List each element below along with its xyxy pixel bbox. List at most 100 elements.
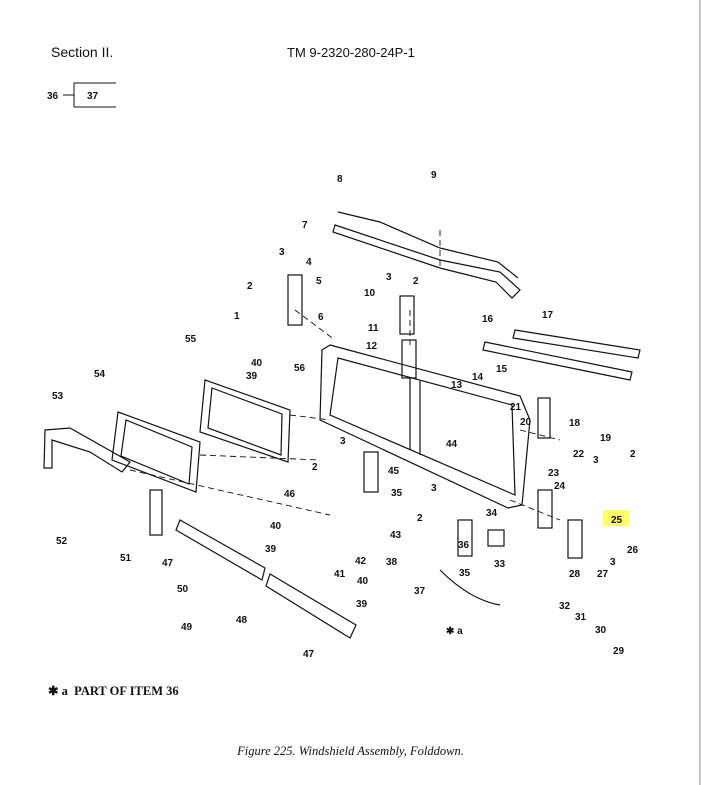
- callout-25: 25: [611, 515, 623, 526]
- callout-17: 17: [542, 310, 554, 321]
- callout-31: 31: [575, 612, 587, 623]
- callout-49: 49: [181, 622, 193, 633]
- callout-8: 8: [337, 174, 343, 185]
- hinge-bottom: [457, 519, 473, 557]
- callout-51: 51: [120, 553, 132, 564]
- callout-48: 48: [236, 615, 248, 626]
- lower-rail-left: [175, 519, 266, 581]
- reference-box: 36 37: [47, 82, 116, 108]
- callout-55: 55: [185, 334, 197, 345]
- hinge-lower: [363, 451, 379, 493]
- callout-37: 37: [414, 586, 426, 597]
- callout-19: 19: [600, 433, 612, 444]
- callout-40: 40: [270, 521, 282, 532]
- callout-5: 5: [316, 276, 322, 287]
- footnote-mark: ✱ a: [48, 684, 68, 698]
- callout-18: 18: [569, 418, 581, 429]
- callout-39: 39: [246, 371, 258, 382]
- callout-11: 11: [368, 323, 379, 334]
- cable-37: [439, 569, 501, 606]
- ref-sub-number: 37: [87, 91, 99, 102]
- callout-3: 3: [386, 272, 392, 283]
- footnote: ✱ a PART OF ITEM 36: [48, 683, 179, 699]
- callout-27: 27: [597, 569, 609, 580]
- glass-seal: [111, 411, 201, 493]
- callout-2: 2: [417, 513, 423, 524]
- callout-40: 40: [357, 576, 369, 587]
- callout-28: 28: [569, 569, 581, 580]
- hinge-mid: [401, 339, 417, 379]
- callout-39: 39: [265, 544, 277, 555]
- callout-36: 36: [458, 540, 470, 551]
- ref-item-number: 36: [47, 91, 59, 102]
- callout-54: 54: [94, 369, 106, 380]
- callout-33: 33: [494, 559, 506, 570]
- callout-3: 3: [431, 483, 437, 494]
- callout-45: 45: [388, 466, 400, 477]
- glass-panel: [199, 379, 291, 463]
- pad-33: [487, 529, 505, 547]
- callout-23: 23: [548, 468, 560, 479]
- hinge-clamp: [567, 519, 583, 559]
- star-a-marker: ✱ a: [446, 626, 463, 637]
- callout-47: 47: [303, 649, 315, 660]
- callout-3: 3: [279, 247, 285, 258]
- callout-20: 20: [520, 417, 532, 428]
- latch: [537, 397, 551, 439]
- callout-44: 44: [446, 439, 458, 450]
- section-label: Section II.: [51, 44, 114, 60]
- callout-7: 7: [302, 220, 308, 231]
- callout-40: 40: [251, 358, 263, 369]
- callout-39: 39: [356, 599, 368, 610]
- callout-1: 1: [234, 311, 240, 322]
- callout-3: 3: [593, 455, 599, 466]
- callout-14: 14: [472, 372, 484, 383]
- callout-15: 15: [496, 364, 508, 375]
- windshield-frame: [319, 344, 531, 509]
- top-strip: [512, 329, 641, 359]
- figure-caption: Figure 225. Windshield Assembly, Folddow…: [237, 744, 464, 758]
- callout-2: 2: [413, 276, 419, 287]
- callout-53: 53: [52, 391, 64, 402]
- callout-6: 6: [318, 312, 324, 323]
- tm-number: TM 9-2320-280-24P-1: [287, 45, 415, 60]
- frame-bracket: [43, 427, 131, 473]
- callout-52: 52: [56, 536, 68, 547]
- hinge-upper-left: [287, 274, 303, 326]
- callout-50: 50: [177, 584, 189, 595]
- callout-42: 42: [355, 556, 367, 567]
- callout-10: 10: [364, 288, 376, 299]
- hinge-bracket: [149, 489, 163, 536]
- callout-9: 9: [431, 170, 437, 181]
- callout-35: 35: [459, 568, 471, 579]
- callout-13: 13: [451, 380, 463, 391]
- callout-12: 12: [366, 341, 378, 352]
- upper-weatherstrip: [332, 224, 521, 299]
- lower-rail-right: [265, 573, 357, 639]
- callout-56: 56: [294, 363, 306, 374]
- callout-2: 2: [312, 462, 318, 473]
- callout-38: 38: [386, 557, 398, 568]
- callout-34: 34: [486, 508, 498, 519]
- callout-30: 30: [595, 625, 607, 636]
- callout-41: 41: [334, 569, 346, 580]
- callout-16: 16: [482, 314, 494, 325]
- callout-26: 26: [627, 545, 639, 556]
- callout-46: 46: [284, 489, 296, 500]
- footnote-text: PART OF ITEM 36: [74, 684, 179, 698]
- hinge-right: [537, 489, 553, 529]
- callout-3: 3: [340, 436, 346, 447]
- page-edge-divider: [699, 0, 701, 785]
- callout-22: 22: [573, 449, 585, 460]
- callout-2: 2: [630, 449, 636, 460]
- callout-24: 24: [554, 481, 566, 492]
- callout-32: 32: [559, 601, 571, 612]
- callout-21: 21: [510, 402, 522, 413]
- lower-strip: [482, 341, 633, 381]
- callout-43: 43: [390, 530, 402, 541]
- top-seal: [337, 211, 519, 279]
- hinge-upper-mid: [399, 295, 415, 335]
- callout-47: 47: [162, 558, 174, 569]
- callout-3: 3: [610, 557, 616, 568]
